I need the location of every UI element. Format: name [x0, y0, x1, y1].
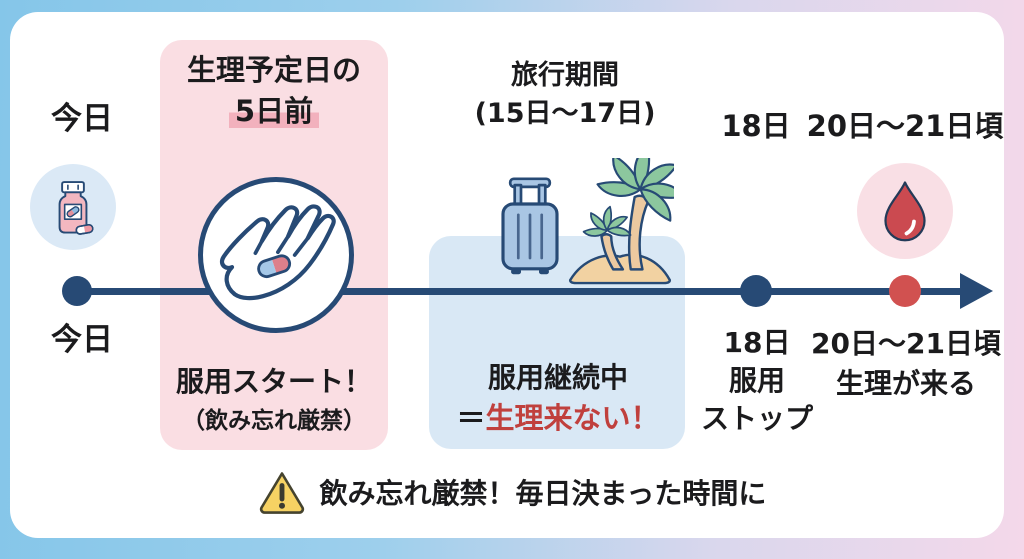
period-date-label: 20日〜21日頃 [806, 109, 1004, 143]
travel-caption: 服用継続中 ＝生理来ない！ [425, 360, 691, 437]
capsule-icon [257, 254, 292, 279]
timeline-dot-stop [740, 275, 772, 307]
start-caption-line1: 服用スタート！ [175, 365, 372, 398]
today-label-bottom: 今日 [51, 322, 113, 358]
start-phase-title: 生理予定日の 5日前 [160, 50, 388, 131]
travel-period-title-line1: 旅行期間 [511, 60, 619, 91]
travel-caption-line1: 服用継続中 [487, 361, 628, 394]
timeline-dot-period [889, 275, 921, 307]
timeline-dot-today [62, 276, 92, 306]
suitcase-icon [501, 177, 559, 275]
equals-sign: ＝ [456, 400, 486, 435]
start-caption: 服用スタート！ （飲み忘れ厳禁） [160, 364, 388, 436]
travel-period-title-line2: (15日〜17日) [474, 97, 656, 129]
stop-caption: 18日 服用 ストップ [701, 324, 813, 438]
start-phase-title-line1: 生理予定日の [186, 53, 361, 87]
highlighted-text: 5日前 [228, 93, 320, 128]
stop-caption-line2: 服用 [728, 364, 785, 398]
warning-text: 飲み忘れ厳禁！毎日決まった時間に [319, 476, 767, 510]
blood-drop-badge [857, 163, 953, 259]
start-phase-title-line2: 5日前 [160, 91, 388, 132]
stop-caption-line3: ストップ [701, 402, 814, 436]
warning-triangle-icon [259, 472, 304, 514]
period-caption-line2: 生理が来る [835, 367, 976, 401]
warning-footer: 飲み忘れ厳禁！毎日決まった時間に [0, 469, 1024, 514]
period-caption: 20日〜21日頃 生理が来る [798, 324, 1014, 405]
pill-bottle-icon [58, 181, 94, 235]
pill-bottle-badge [30, 164, 116, 250]
period-caption-line1: 20日〜21日頃 [811, 327, 1001, 360]
no-period-emphasis: 生理来ない！ [485, 400, 660, 435]
travel-period-title: 旅行期間 (15日〜17日) [435, 57, 695, 133]
start-caption-line2: （飲み忘れ厳禁） [182, 407, 366, 434]
today-label-top: 今日 [51, 101, 113, 137]
blood-drop-icon [884, 181, 926, 242]
hand-with-pill-icon [219, 204, 336, 301]
stop-date-label: 18日 [721, 109, 791, 143]
stop-caption-line1: 18日 [723, 326, 791, 359]
hand-with-pill-badge [198, 177, 354, 333]
palm-tree-icon [568, 158, 674, 285]
timeline-arrowhead-icon [960, 273, 993, 309]
travel-caption-line2: ＝生理来ない！ [425, 400, 691, 437]
timeline-line [70, 288, 970, 295]
